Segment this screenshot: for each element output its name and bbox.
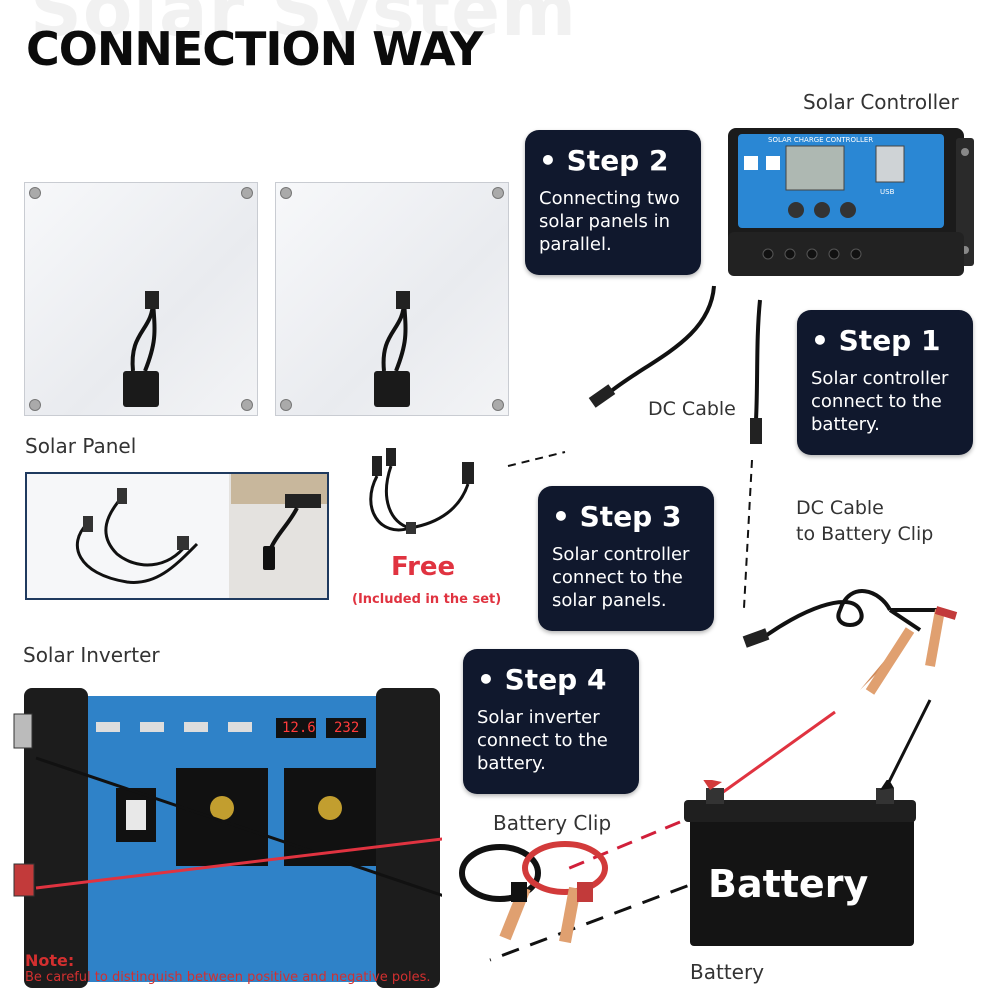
y-cable-illustration xyxy=(369,448,474,534)
step-3-card: • Step 3 Solar controller connect to the… xyxy=(538,486,714,631)
dc-cable-illustration xyxy=(588,285,762,444)
dc-cable-label: DC Cable xyxy=(648,398,736,420)
dc-cable-clip-label-line2: to Battery Clip xyxy=(796,523,934,545)
step-3-heading: • Step 3 xyxy=(552,500,682,533)
controller-usb-text: USB xyxy=(880,188,895,196)
step-3-body: Solar controller connect to the solar pa… xyxy=(552,544,690,611)
junction-box-1 xyxy=(123,291,159,407)
inverter-display-voltage: 12.6 xyxy=(282,720,316,736)
inverter-display-output: 232 xyxy=(334,720,360,736)
step-4-card: • Step 4 Solar inverter connect to the b… xyxy=(463,649,639,794)
dc-cable-clip-label-line1: DC Cable xyxy=(796,497,884,519)
step-4-heading: • Step 4 xyxy=(477,663,607,696)
free-y-cable-image xyxy=(350,448,490,548)
step-1-card: • Step 1 Solar controller connect to the… xyxy=(797,310,973,455)
note-title: Note: xyxy=(25,951,75,970)
battery-label: Battery xyxy=(690,960,765,984)
solar-controller-image: SOLAR CHARGE CONTROLLER USB xyxy=(728,128,976,276)
battery-image: Battery xyxy=(680,778,940,946)
step-1-body: Solar controller connect to the battery. xyxy=(811,368,949,435)
panel-detail-image xyxy=(25,472,329,600)
solar-controller-label: Solar Controller xyxy=(803,90,959,114)
battery-clip-label: Battery Clip xyxy=(493,811,612,835)
step-4-body: Solar inverter connect to the battery. xyxy=(477,707,608,774)
note-body: Be careful to distinguish between positi… xyxy=(25,970,431,985)
step-2-heading: • Step 2 xyxy=(539,144,669,177)
watermark-text: Solar System xyxy=(30,0,578,52)
step-2-body: Connecting two solar panels in parallel. xyxy=(539,188,680,255)
solar-inverter-label: Solar Inverter xyxy=(23,643,160,667)
free-sublabel: (Included in the set) xyxy=(352,592,502,607)
solar-panel-2 xyxy=(275,182,509,416)
junction-box-2 xyxy=(374,291,410,407)
free-label: Free xyxy=(391,552,456,582)
controller-brand-text: SOLAR CHARGE CONTROLLER xyxy=(768,136,874,144)
inverter-illustration xyxy=(13,688,451,988)
solar-controller-illustration xyxy=(728,128,974,276)
solar-panel-label: Solar Panel xyxy=(25,434,137,458)
step-1-heading: • Step 1 xyxy=(811,324,941,357)
dc-battery-clip-cable xyxy=(742,589,958,695)
solar-inverter-image: 12.6 232 xyxy=(10,688,451,988)
battery-brand-text: Battery xyxy=(708,862,869,906)
solar-panel-1 xyxy=(24,182,258,416)
y-cable-detail-illustration xyxy=(76,474,327,598)
step-2-card: • Step 2 Connecting two solar panels in … xyxy=(525,130,701,275)
battery-illustration xyxy=(684,778,916,946)
page-title: CONNECTION WAY xyxy=(26,22,483,76)
battery-clip-illustration xyxy=(459,841,608,944)
